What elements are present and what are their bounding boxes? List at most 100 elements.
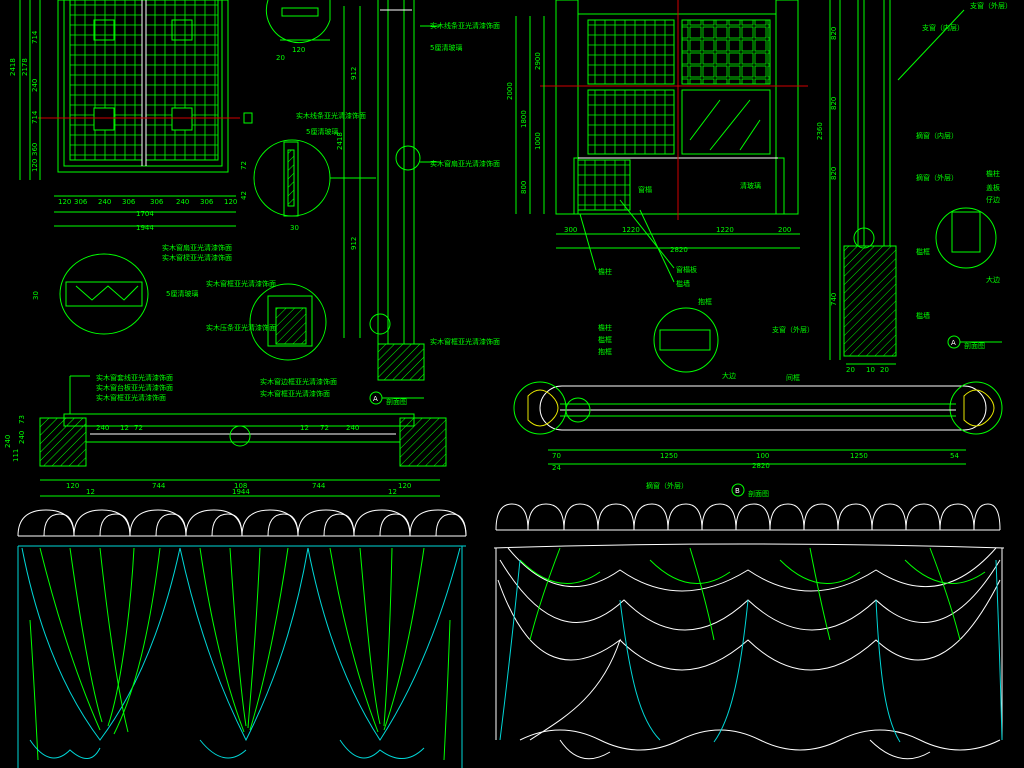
label-window-frame: 实木窗框亚光清漆饰面: [96, 393, 166, 402]
label-corner-post: 檐柱: [598, 267, 612, 276]
label-frame-r: 实木窗框亚光清漆饰面: [430, 337, 500, 346]
label-sash-r: 实木窗扇亚光清漆饰面: [430, 159, 500, 168]
dim-b-1944: 1944: [232, 488, 250, 496]
dim-2418: 2418: [336, 132, 344, 150]
vertical-section-left: 912 2418 912 实木线条亚光清漆饰面 5厘清玻璃 实木窗扇亚光清漆饰面…: [336, 0, 500, 406]
detail-b-30: 30: [290, 224, 299, 232]
dim-b-12b: 12: [388, 488, 397, 496]
dim-v-360: 360: [31, 143, 39, 156]
label-section-a-left: 剖面图: [386, 397, 407, 406]
dim-v-120: 120: [31, 159, 39, 172]
dim-h-306a: 306: [74, 198, 88, 206]
dim-r-800: 800: [520, 181, 528, 194]
dim-sh-72b: 72: [320, 424, 329, 432]
label-window-board: 窗榻板: [676, 265, 697, 274]
label-kan-b: 槛框: [598, 335, 612, 344]
dim-rh-1220b: 1220: [716, 226, 734, 234]
label-wood-panel-left: 实木窗边框亚光清漆饰面: [260, 377, 337, 386]
dim-sh-240: 240: [96, 424, 109, 432]
label-baokuang-b: 抱框: [598, 347, 612, 356]
label-wood-line: 实木线条亚光清漆饰面: [296, 111, 366, 120]
label-sill-wall-2: 槛墙: [676, 279, 690, 288]
dim-rh-200: 200: [778, 226, 791, 234]
detail-a-120: 120: [292, 46, 305, 54]
dim-plan-100: 100: [756, 452, 769, 460]
dim-rs-820a: 820: [830, 27, 838, 40]
detail-a-20: 20: [276, 54, 285, 62]
dim-h-1704: 1704: [136, 210, 154, 218]
label-wood-strip: 实木压条亚光清漆饰面: [206, 323, 276, 332]
curtain-right: [493, 503, 1005, 760]
dim-b-120b: 120: [398, 482, 411, 490]
dim-r-2900: 2900: [534, 52, 542, 70]
curtain-left: [17, 509, 467, 768]
label-sash-inner: 摘窗（内层）: [916, 131, 958, 140]
dim-rs-820b: 820: [830, 97, 838, 110]
dim-h-240b: 240: [176, 198, 189, 206]
detail-labels-left: 实木窗扇亚光清漆饰面 实木窗棂亚光清漆饰面 实木窗框亚光清漆饰面 5厘清玻璃 实…: [162, 243, 276, 332]
dim-h-306d: 306: [200, 198, 214, 206]
dim-sh-12b: 12: [300, 424, 309, 432]
dim-b-744a: 744: [152, 482, 166, 490]
dim-rh-300: 300: [564, 226, 577, 234]
left-vertical-dims: 2418 2178 714 240 714 360 120: [9, 0, 41, 180]
dim-912b: 912: [350, 237, 358, 250]
dim-plan-70: 70: [552, 452, 561, 460]
label-clear-glass: 清玻璃: [740, 181, 761, 190]
dim-rs-820c: 820: [830, 167, 838, 180]
detail-circle-left: 30: [32, 253, 149, 335]
dim-rh-2820: 2820: [670, 246, 688, 254]
dim-plan-1250a: 1250: [660, 452, 678, 460]
dim-sv-240b: 240: [18, 431, 26, 444]
label-sash-b: 摘窗（外层）: [646, 481, 688, 490]
mark-a-left: A: [373, 395, 378, 403]
dim-b-120a: 120: [66, 482, 79, 490]
dim-rh-1220a: 1220: [622, 226, 640, 234]
right-window-elevation: 窗榻 清玻璃: [540, 0, 808, 220]
label-sill-wall-3: 槛墙: [916, 311, 930, 320]
detail-circle-middle: 实木线条亚光清漆饰面 5厘清玻璃 72 42 30: [240, 111, 376, 232]
label-window-sill: 实木窗台板亚光清漆饰面: [96, 383, 173, 392]
label-section-a-right: 剖面图: [964, 341, 985, 350]
detail-circle-top: 120 20: [265, 0, 331, 62]
mark-a-right: A: [951, 339, 956, 347]
dim-plan-24: 24: [552, 464, 561, 472]
label-section-b-right: 剖面图: [748, 489, 769, 498]
label-tie-mullion: 抱框: [698, 297, 712, 306]
dim-b-108: 108: [234, 482, 247, 490]
plan-section-left: 实木窗套线亚光清漆饰面 实木窗台板亚光清漆饰面 实木窗框亚光清漆饰面 实木窗边框…: [4, 373, 447, 497]
label-wood-frame-r: 实木窗框亚光清漆饰面: [206, 279, 276, 288]
dim-sv-240a: 240: [4, 435, 12, 448]
mark-b-right: B: [735, 487, 740, 495]
dim-sh-240b: 240: [346, 424, 359, 432]
vertical-section-right: 820 820 820 740 2360 支窗（外层） 支窗（内层） 摘窗（内层…: [816, 0, 1012, 374]
dim-v-714a: 714: [31, 30, 39, 44]
label-glass-r: 5厘清玻璃: [430, 43, 462, 52]
dim-b-12a: 12: [86, 488, 95, 496]
detail-b-42: 42: [240, 191, 248, 200]
dim-plan-54: 54: [950, 452, 959, 460]
label-dayuan-b: 大边: [722, 371, 736, 380]
dim-plan-1250b: 1250: [850, 452, 868, 460]
label-pin-a: 檐柱: [986, 169, 1000, 178]
label-wood-line-r: 实木线条亚光清漆饰面: [430, 21, 500, 30]
label-glass-5mm: 5厘清玻璃: [306, 127, 338, 136]
dim-sv-73: 73: [18, 415, 26, 424]
dim-h-1944: 1944: [136, 224, 154, 232]
label-big-side: 大边: [986, 275, 1000, 284]
dim-rs-740: 740: [830, 293, 838, 306]
dim-plan-2820: 2820: [752, 462, 770, 470]
label-sill-wall: 窗榻: [638, 185, 652, 194]
label-post-b: 檐柱: [598, 323, 612, 332]
dim-sv-111: 111: [12, 449, 20, 462]
dim-sh-12a: 12: [120, 424, 129, 432]
dim-r-1000: 1000: [534, 132, 542, 150]
label-support-outer-b: 支窗（外层）: [772, 325, 814, 334]
dim-v-240: 240: [31, 79, 39, 92]
dim-h-120a: 120: [58, 198, 71, 206]
label-jiankuang-b: 间框: [786, 373, 800, 382]
dim-h-240a: 240: [98, 198, 111, 206]
detail-circle-right: [249, 283, 327, 361]
label-support-inner: 支窗（内层）: [922, 23, 964, 32]
